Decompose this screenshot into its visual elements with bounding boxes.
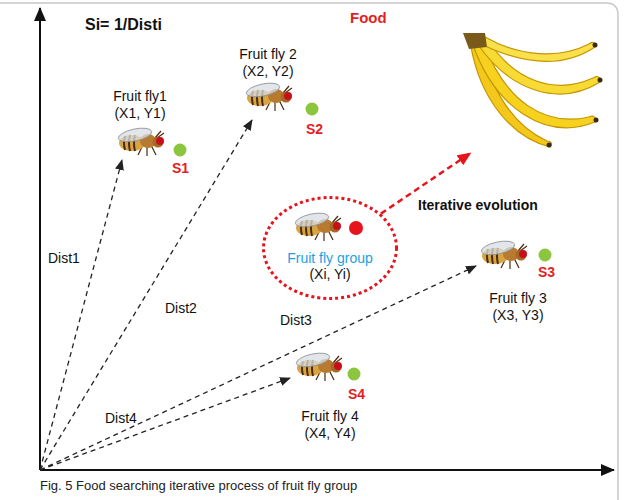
smell-label: S2	[306, 121, 323, 137]
label-anchor: Dist3	[280, 312, 312, 328]
group-name: Fruit fly group	[287, 250, 373, 266]
distance-label: Dist2	[165, 300, 197, 316]
label-anchor: S4	[348, 386, 365, 402]
fruit-fly	[295, 351, 342, 381]
fly-position: (X3, Y3)	[492, 307, 543, 323]
group-ellipse: Fruit fly group(Xi, Yi)	[262, 196, 398, 300]
page-frame	[0, 3, 618, 500]
smell-dot	[306, 103, 319, 116]
fly-position: (X4, Y4)	[304, 425, 355, 441]
distance-arrow	[40, 266, 476, 470]
smell-label: S3	[538, 264, 555, 280]
banana-picture	[463, 33, 603, 148]
label-anchor: Fruit fly1	[113, 88, 167, 104]
label-anchor: Dist4	[105, 410, 137, 426]
fruit-fly	[294, 211, 341, 241]
distance-label: Dist3	[280, 312, 312, 328]
label-anchor: S2	[306, 121, 323, 137]
axis-formula: Si= 1/Disti	[85, 16, 162, 34]
label-anchor: S3	[538, 264, 555, 280]
label-anchor: Dist1	[48, 250, 80, 266]
label-anchor: (X1, Y1)	[114, 105, 165, 121]
label-anchor: (X3, Y3)	[492, 307, 543, 323]
label-anchor: Fruit fly 3	[489, 290, 547, 306]
smell-label: S1	[172, 160, 189, 176]
food-label: Food	[350, 9, 387, 26]
label-anchor: Fig. 5 Food searching iterative process …	[40, 478, 357, 494]
fly-name: Fruit fly 3	[489, 290, 547, 306]
distance-arrow	[40, 120, 252, 470]
smell-label: S4	[348, 386, 365, 402]
fly-position: (X2, Y2)	[242, 63, 293, 79]
food-picture-node: Food	[340, 5, 612, 153]
distance-label: Dist4	[105, 410, 137, 426]
fly-name: Fruit fly 4	[301, 408, 359, 424]
x-axis	[40, 469, 614, 471]
fruit-fly	[245, 81, 292, 111]
group-outline-ellipse	[264, 198, 397, 299]
fruit-fly	[117, 126, 164, 156]
fly-name: Fruit fly 2	[239, 46, 297, 62]
label-anchor: Si= 1/Disti	[85, 16, 162, 34]
y-axis	[39, 8, 41, 470]
distance-arrow	[40, 378, 290, 470]
label-anchor: S1	[172, 160, 189, 176]
group-position: (Xi, Yi)	[309, 266, 350, 282]
label-anchor: (X2, Y2)	[242, 63, 293, 79]
smell-dot	[174, 144, 187, 157]
label-anchor: Iterative evolution	[416, 197, 540, 213]
label-anchor: Fruit fly 2	[239, 46, 297, 62]
fly-name: Fruit fly1	[113, 88, 167, 104]
label-anchor: (X4, Y4)	[304, 425, 355, 441]
figure-caption: Fig. 5 Food searching iterative process …	[40, 478, 357, 494]
smell-dot	[539, 249, 552, 262]
edge-label: Iterative evolution	[416, 197, 540, 213]
label-anchor: Fruit fly 4	[301, 408, 359, 424]
smell-dot	[348, 368, 361, 381]
group-outline	[262, 196, 398, 300]
best-smell-dot	[349, 221, 363, 235]
fruit-fly	[480, 239, 527, 269]
distance-label: Dist1	[48, 250, 80, 266]
label-anchor: Dist2	[165, 300, 197, 316]
fly-position: (X1, Y1)	[114, 105, 165, 121]
